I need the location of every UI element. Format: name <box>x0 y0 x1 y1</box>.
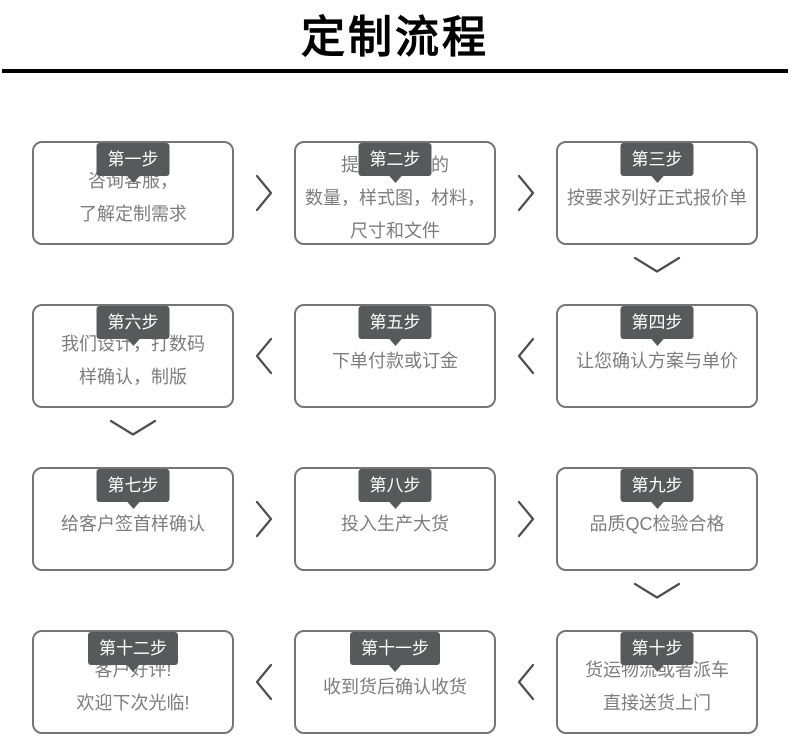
flow-row-2: 第六步 我们设计，打数码 样确认，制版 第五步 下单付款或订金 <box>32 284 758 408</box>
step-1-badge-label: 第一步 <box>107 150 159 169</box>
step-10-badge-label: 第十步 <box>631 639 683 658</box>
step-2-cell: 第二步 提供您要求的 数量，样式图，材料， 尺寸和文件 <box>294 121 496 245</box>
step-2-badge: 第二步 <box>358 143 432 183</box>
badge-notch-icon <box>650 664 664 672</box>
step-4-badge-label: 第四步 <box>631 313 683 332</box>
flow-gap-1 <box>32 245 758 284</box>
step-5-description: 下单付款或订金 <box>332 350 458 371</box>
step-5-badge-label: 第五步 <box>369 313 421 332</box>
step-5-badge: 第五步 <box>358 306 432 346</box>
step-9-cell: 第九步 品质QC检验合格 <box>556 447 758 571</box>
step-5-cell: 第五步 下单付款或订金 <box>294 284 496 408</box>
step-11-badge: 第十一步 <box>350 632 440 672</box>
step-4-badge: 第四步 <box>620 306 694 346</box>
step-5-box: 第五步 下单付款或订金 <box>294 304 496 408</box>
step-11-box: 第十一步 收到货后确认收货 <box>294 630 496 734</box>
title-divider <box>2 69 788 73</box>
step-6-badge: 第六步 <box>96 306 170 346</box>
step-10-cell: 第十步 货运物流或者派车 直接送货上门 <box>556 610 758 734</box>
step-7-badge: 第七步 <box>96 469 170 509</box>
arrow-left-icon <box>234 610 294 734</box>
step-1-cell: 第一步 咨询客服， 了解定制需求 <box>32 121 234 245</box>
badge-notch-icon <box>650 338 664 346</box>
badge-notch-icon <box>126 338 140 346</box>
step-9-description: 品质QC检验合格 <box>589 513 725 534</box>
badge-notch-icon <box>650 501 664 509</box>
arrow-down-icon <box>556 245 758 284</box>
arrow-left-icon <box>234 284 294 408</box>
flow-gap-2 <box>32 408 758 447</box>
step-4-description: 让您确认方案与单价 <box>576 350 738 371</box>
step-8-box: 第八步 投入生产大货 <box>294 467 496 571</box>
page-title: 定制流程 <box>301 13 489 62</box>
step-12-badge: 第十二步 <box>88 632 178 672</box>
step-9-badge: 第九步 <box>620 469 694 509</box>
arrow-left-icon <box>496 284 556 408</box>
step-8-badge: 第八步 <box>358 469 432 509</box>
step-6-box: 第六步 我们设计，打数码 样确认，制版 <box>32 304 234 408</box>
step-11-badge-label: 第十一步 <box>361 639 429 658</box>
arrow-right-icon <box>234 447 294 571</box>
step-2-badge-label: 第二步 <box>369 150 421 169</box>
step-7-box: 第七步 给客户签首样确认 <box>32 467 234 571</box>
step-1-badge: 第一步 <box>96 143 170 183</box>
process-flow-diagram: 第一步 咨询客服， 了解定制需求 第二步 提供您要求的 数量，样式图，材料， 尺… <box>32 73 758 734</box>
step-12-box: 第十二步 客户好评! 欢迎下次光临! <box>32 630 234 734</box>
arrow-down-icon <box>32 408 234 447</box>
step-4-cell: 第四步 让您确认方案与单价 <box>556 284 758 408</box>
step-9-badge-label: 第九步 <box>631 476 683 495</box>
step-3-cell: 第三步 按要求列好正式报价单 <box>556 121 758 245</box>
step-11-cell: 第十一步 收到货后确认收货 <box>294 610 496 734</box>
step-7-badge-label: 第七步 <box>107 476 159 495</box>
badge-notch-icon <box>388 664 402 672</box>
step-12-badge-label: 第十二步 <box>99 639 167 658</box>
badge-notch-icon <box>126 501 140 509</box>
flow-row-4: 第十二步 客户好评! 欢迎下次光临! 第十一步 收到货后确认收货 <box>32 610 758 734</box>
arrow-right-icon <box>496 447 556 571</box>
arrow-left-icon <box>496 610 556 734</box>
step-6-cell: 第六步 我们设计，打数码 样确认，制版 <box>32 284 234 408</box>
step-8-description: 投入生产大货 <box>341 513 449 534</box>
step-3-badge-label: 第三步 <box>631 150 683 169</box>
step-9-box: 第九步 品质QC检验合格 <box>556 467 758 571</box>
step-7-cell: 第七步 给客户签首样确认 <box>32 447 234 571</box>
arrow-right-icon <box>234 121 294 245</box>
step-3-box: 第三步 按要求列好正式报价单 <box>556 141 758 245</box>
step-8-badge-label: 第八步 <box>369 476 421 495</box>
step-3-badge: 第三步 <box>620 143 694 183</box>
step-2-box: 第二步 提供您要求的 数量，样式图，材料， 尺寸和文件 <box>294 141 496 245</box>
flow-row-1: 第一步 咨询客服， 了解定制需求 第二步 提供您要求的 数量，样式图，材料， 尺… <box>32 121 758 245</box>
badge-notch-icon <box>388 501 402 509</box>
page-header: 定制流程 <box>0 0 790 73</box>
badge-notch-icon <box>650 175 664 183</box>
arrow-right-icon <box>496 121 556 245</box>
step-10-badge: 第十步 <box>620 632 694 672</box>
badge-notch-icon <box>388 338 402 346</box>
step-6-badge-label: 第六步 <box>107 313 159 332</box>
step-4-box: 第四步 让您确认方案与单价 <box>556 304 758 408</box>
step-8-cell: 第八步 投入生产大货 <box>294 447 496 571</box>
badge-notch-icon <box>126 664 140 672</box>
flow-row-3: 第七步 给客户签首样确认 第八步 投入生产大货 <box>32 447 758 571</box>
badge-notch-icon <box>126 175 140 183</box>
step-12-cell: 第十二步 客户好评! 欢迎下次光临! <box>32 610 234 734</box>
step-1-box: 第一步 咨询客服， 了解定制需求 <box>32 141 234 245</box>
step-3-description: 按要求列好正式报价单 <box>567 187 747 208</box>
step-10-box: 第十步 货运物流或者派车 直接送货上门 <box>556 630 758 734</box>
flow-gap-3 <box>32 571 758 610</box>
badge-notch-icon <box>388 175 402 183</box>
step-7-description: 给客户签首样确认 <box>61 513 205 534</box>
step-11-description: 收到货后确认收货 <box>323 676 467 697</box>
arrow-down-icon <box>556 571 758 610</box>
